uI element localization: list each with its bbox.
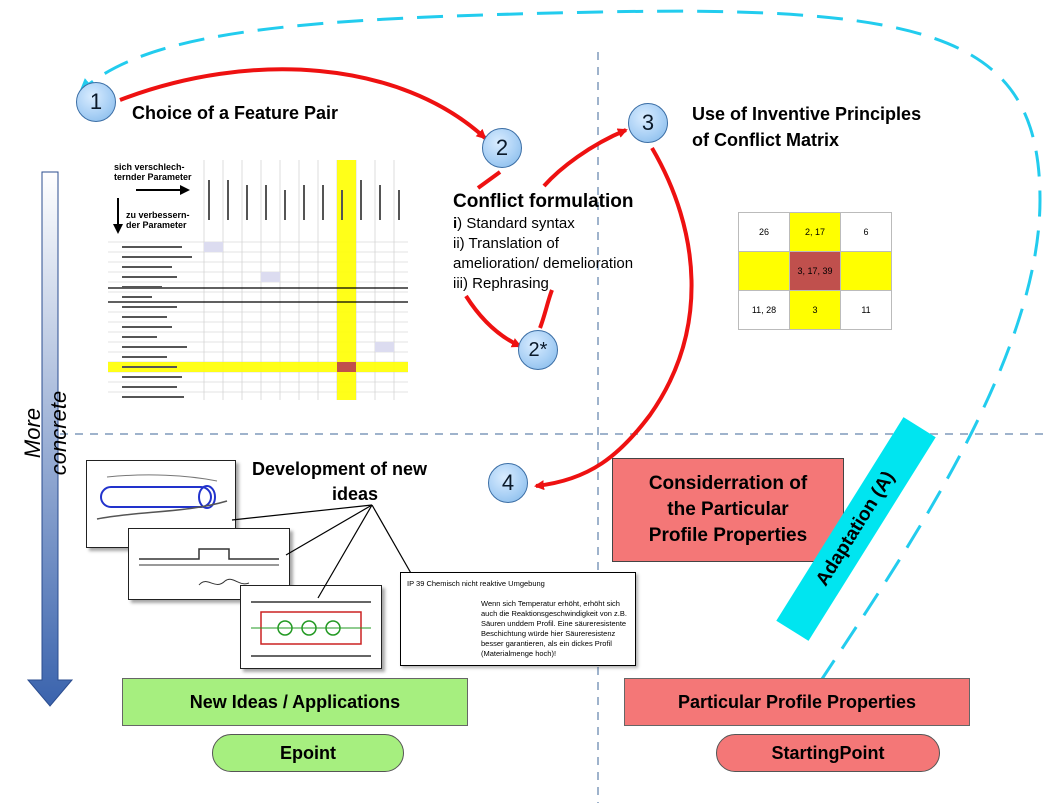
particular-properties-box: Particular Profile Properties (624, 678, 970, 726)
step-1-number: 1 (89, 89, 103, 114)
profile-sketch (139, 548, 279, 586)
consideration-line-1: Considerration of (648, 473, 808, 494)
matrix-header-bottom2: der Parameter (126, 220, 187, 230)
note-body-line: auch die Reaktionsgeschwindigkeit von z.… (481, 609, 627, 618)
step-4-circle: 4 (488, 463, 528, 503)
cm-cell: 11, 28 (738, 290, 790, 330)
conflict-matrix-excerpt: 26 2, 17 6 3, 17, 39 11, 28 3 11 (738, 212, 892, 330)
consideration-line-3: Profile Properties (648, 525, 808, 546)
feedback-loop-arrow (78, 9, 1042, 683)
choice-heading: Choice of a Feature Pair (132, 103, 339, 123)
consideration-box: Considerration of the Particular Profile… (612, 458, 844, 562)
arrow-2-tail (476, 170, 502, 190)
matrix-thumbnail: sich verschlech- ternder Parameter zu ve… (108, 160, 408, 400)
arrow-2-to-3 (542, 128, 628, 188)
step-2star-number: 2* (528, 338, 548, 361)
arrow-3-to-4 (534, 146, 694, 491)
note-body-line: Beschichtung würde hier Säureresistenz (481, 629, 616, 638)
matrix-header-top: sich verschlech- (114, 162, 185, 172)
conflict-title: Conflict formulation (453, 191, 634, 212)
arrow-rephrasing-to-2star (464, 294, 522, 348)
step-2star-circle: 2* (518, 330, 558, 370)
cm-cell: 2, 17 (789, 212, 841, 252)
cm-cell: 11 (840, 290, 892, 330)
cm-cell-highlight: 3, 17, 39 (789, 251, 841, 291)
note-body-line: besser garantieren, als ein dickes Profi… (481, 639, 612, 648)
note-title: IP 39 Chemisch nicht reaktive Umgebung (407, 579, 545, 588)
note-body-line: (Materialmenge hoch)! (481, 649, 557, 658)
conflict-item-2a: ii) Translation of (453, 235, 559, 252)
matrix-grid (108, 160, 408, 400)
step-1-circle: 1 (76, 82, 116, 122)
step-4-number: 4 (501, 470, 515, 495)
matrix-header-top2: ternder Parameter (114, 172, 192, 182)
development-heading-line2: ideas (332, 484, 379, 504)
step-2-number: 2 (495, 135, 509, 160)
conflict-item-3: iii) Rephrasing (453, 275, 549, 292)
conflict-formulation-block: Conflict formulation i) Standard syntax … (453, 190, 678, 294)
new-ideas-box: New Ideas / Applications (122, 678, 468, 726)
note-body-line: Wenn sich Temperatur erhöht, erhöht sich (481, 599, 620, 608)
use-heading-line1: Use of Inventive Principles (692, 104, 922, 124)
starting-point-pill: StartingPoint (716, 734, 940, 772)
step-3-number: 3 (641, 110, 655, 135)
conflict-item-1: i) Standard syntax (453, 214, 678, 234)
matrix-right-arrow-icon (136, 185, 190, 195)
arrow-1-to-2 (119, 67, 487, 140)
step-3-circle: 3 (628, 103, 668, 143)
conflict-item-1-text: ) Standard syntax (457, 215, 575, 232)
conflict-item-1-prefix: i (453, 215, 458, 232)
consideration-line-2: the Particular (667, 499, 789, 520)
cm-cell (738, 251, 790, 291)
matrix-down-arrow-icon (113, 198, 123, 234)
use-heading-line2: of Conflict Matrix (692, 130, 839, 150)
concreteness-axis-arrow (26, 171, 74, 707)
conflict-item-2b: amelioration/ demelioration (453, 255, 634, 272)
tube-sketch (96, 474, 228, 520)
cm-cell (840, 251, 892, 291)
note-body-line: Säuren unddem Profil. Eine säureresisten… (481, 619, 627, 628)
arrow-2star-up (538, 289, 554, 329)
sketch-coating-image (240, 585, 382, 669)
conflict-matrix-table: 26 2, 17 6 3, 17, 39 11, 28 3 11 (738, 212, 892, 330)
step-2-circle: 2 (482, 128, 522, 168)
epoint-pill: Epoint (212, 734, 404, 772)
coating-sketch (251, 601, 371, 657)
inventive-principle-note: IP 39 Chemisch nicht reaktive Umgebung W… (400, 572, 636, 666)
development-heading-line1: Development of new (252, 459, 428, 479)
sketch-profile-image (128, 528, 290, 600)
cm-cell: 3 (789, 290, 841, 330)
note-body: Wenn sich Temperatur erhöht, erhöht sich… (481, 599, 631, 659)
matrix-header-bottom: zu verbessern- (126, 210, 190, 220)
